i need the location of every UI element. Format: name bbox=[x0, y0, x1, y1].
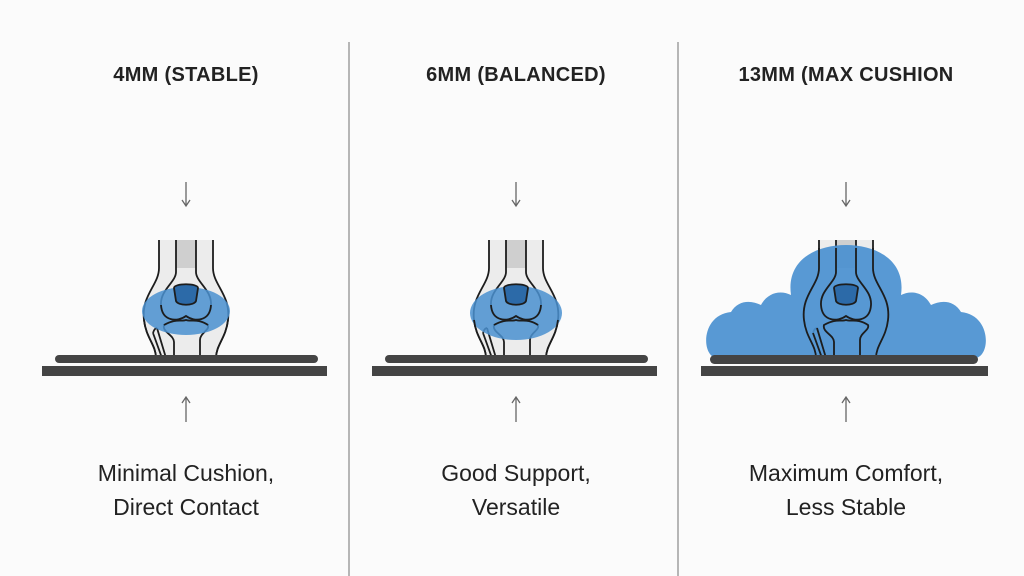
panel-6mm-illustration bbox=[372, 182, 657, 422]
patella bbox=[833, 283, 859, 306]
panel-caption-6mm: Good Support, Versatile bbox=[351, 456, 681, 524]
floor-base bbox=[701, 366, 988, 376]
panel-title-6mm: 6MM (BALANCED) bbox=[426, 64, 606, 86]
panel-title-13mm: 13MM (MAX CUSHION bbox=[738, 64, 954, 86]
caption-line: Less Stable bbox=[785, 494, 907, 520]
down-arrow-icon bbox=[511, 182, 521, 208]
patella bbox=[173, 283, 199, 306]
caption-line: Versatile bbox=[471, 494, 561, 520]
caption-line: Good Support, bbox=[441, 460, 591, 486]
floor-base bbox=[42, 366, 327, 376]
down-arrow-icon bbox=[181, 182, 191, 208]
cushion-compression bbox=[142, 287, 230, 335]
floor-base bbox=[372, 366, 657, 376]
mat-4mm bbox=[55, 355, 318, 363]
mat-13mm bbox=[710, 355, 978, 364]
panel-caption-4mm: Minimal Cushion, Direct Contact bbox=[21, 456, 351, 524]
up-arrow-icon bbox=[181, 395, 191, 422]
caption-line: Direct Contact bbox=[113, 494, 259, 520]
panel-caption-13mm: Maximum Comfort, Less Stable bbox=[681, 456, 1011, 524]
panel-title-4mm: 4MM (STABLE) bbox=[113, 64, 259, 86]
up-arrow-icon bbox=[841, 395, 851, 422]
panel-13mm-illustration bbox=[701, 182, 988, 422]
cushion-compression bbox=[470, 286, 562, 340]
caption-line: Maximum Comfort, bbox=[748, 460, 944, 486]
up-arrow-icon bbox=[511, 395, 521, 422]
panel-4mm-illustration bbox=[42, 182, 327, 422]
mat-6mm bbox=[385, 355, 648, 363]
patella bbox=[503, 283, 529, 306]
caption-line: Minimal Cushion, bbox=[97, 460, 275, 486]
down-arrow-icon bbox=[841, 182, 851, 208]
